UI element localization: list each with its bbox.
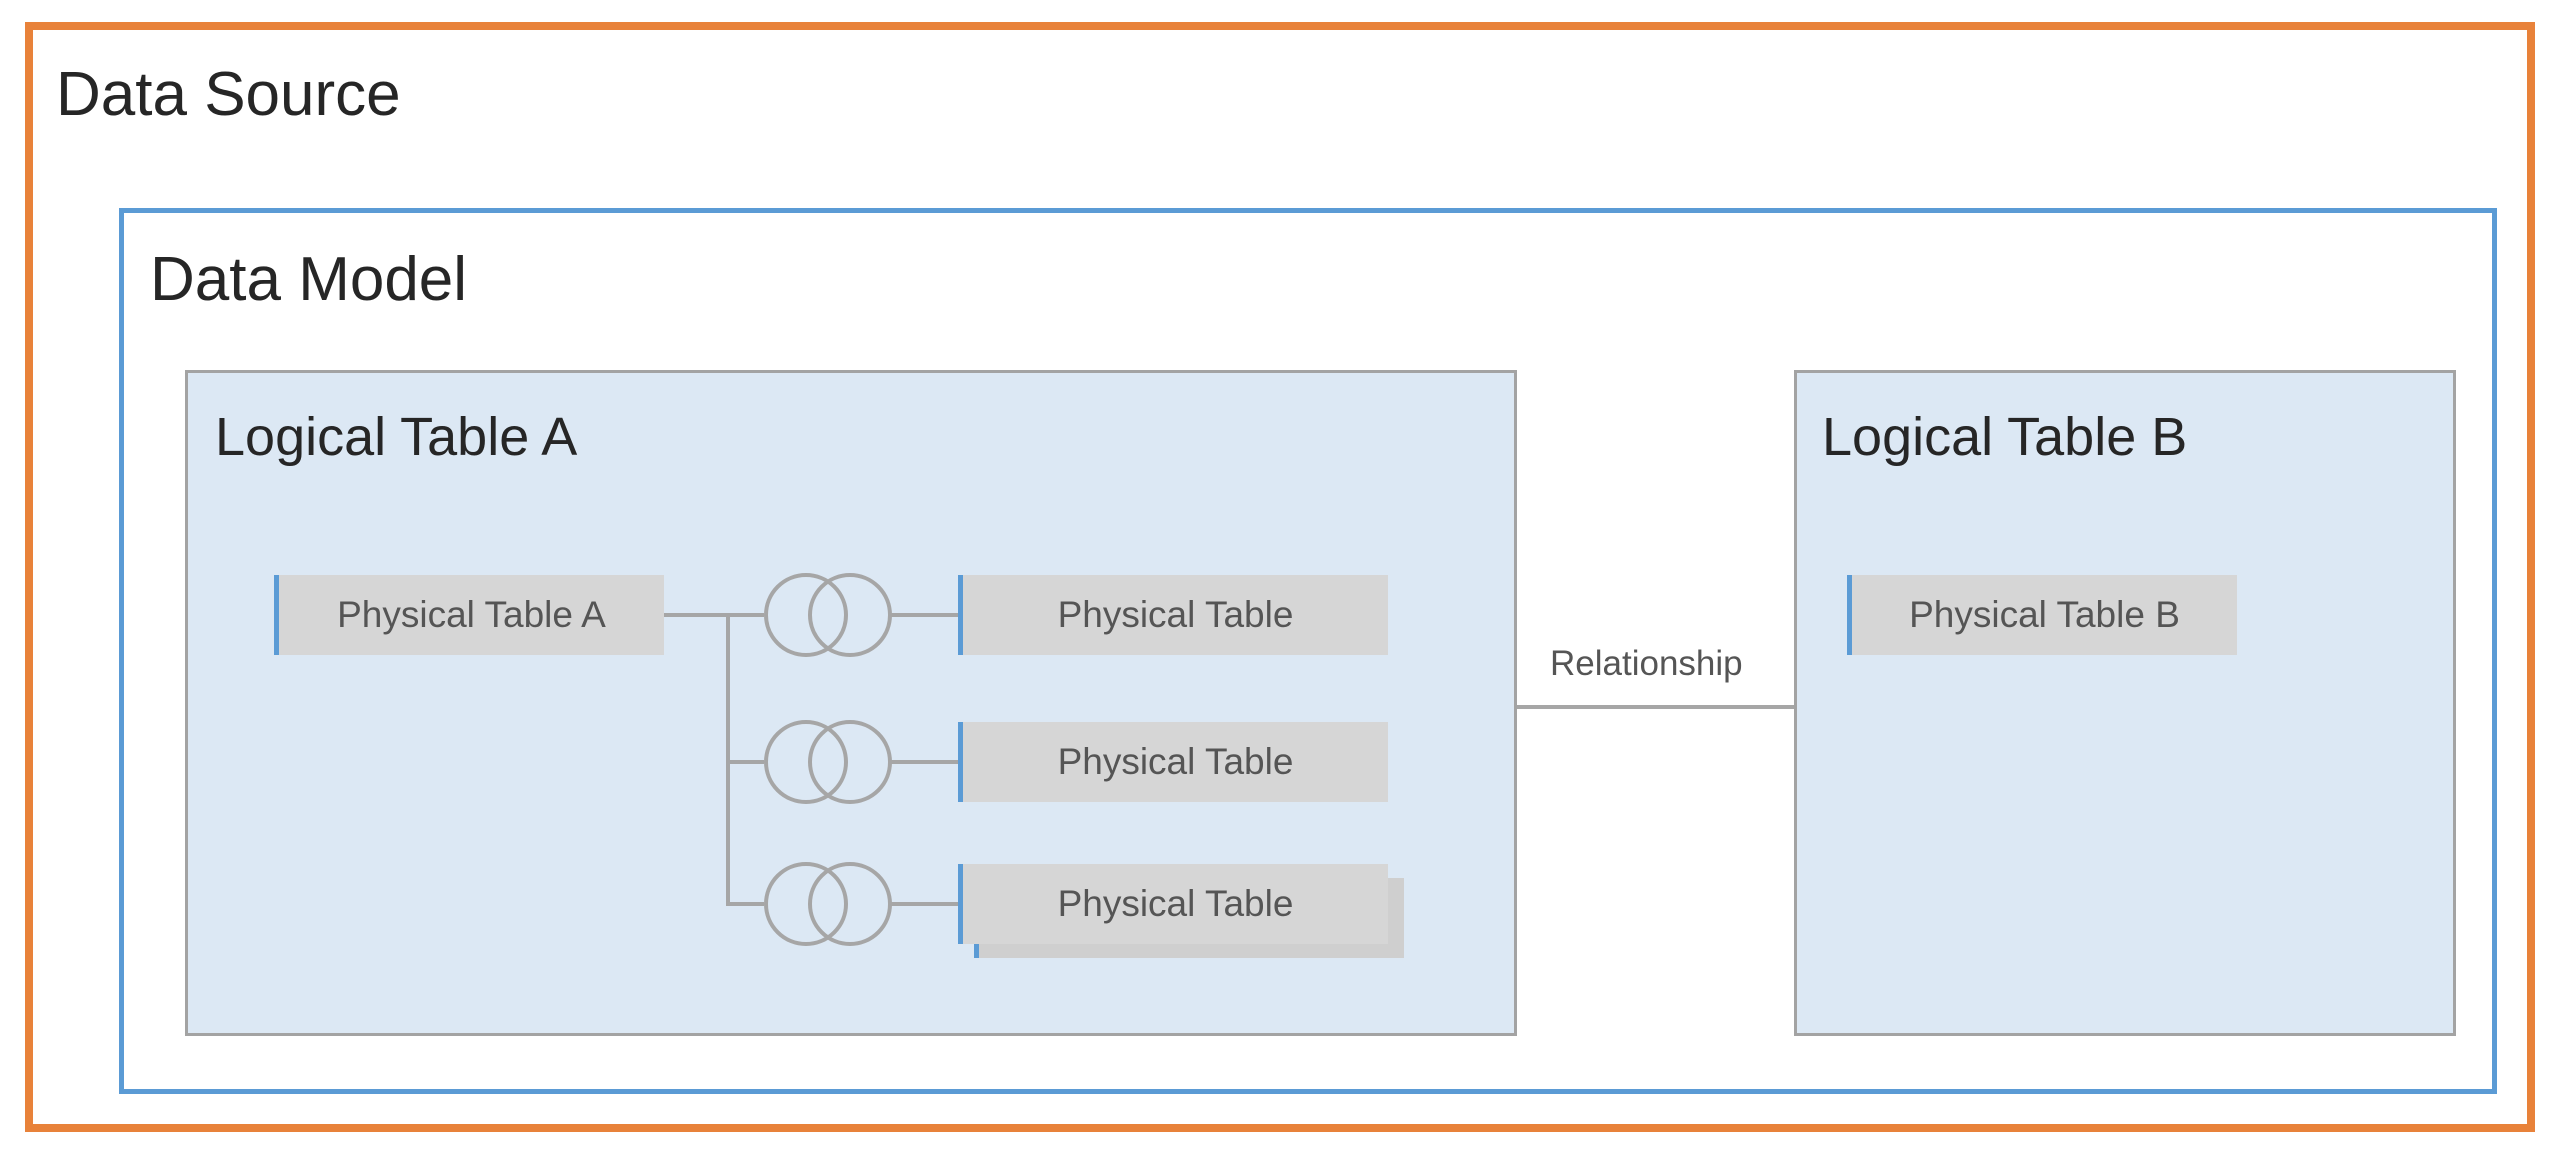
logical-table-b[interactable] (1794, 370, 2456, 1036)
join-venn-icon[interactable] (764, 862, 892, 946)
logical-table-a-title: Logical Table A (215, 407, 578, 467)
physical-table[interactable]: Physical Table (958, 575, 1388, 655)
join-venn-icon[interactable] (764, 573, 892, 657)
relationship-label: Relationship (1550, 644, 1743, 683)
data-model-title: Data Model (150, 245, 468, 314)
join-venn-icon[interactable] (764, 720, 892, 804)
physical-table-a[interactable]: Physical Table A (274, 575, 664, 655)
physical-table-b[interactable]: Physical Table B (1847, 575, 2237, 655)
logical-table-b-title: Logical Table B (1822, 407, 2188, 467)
physical-table[interactable]: Physical Table (958, 722, 1388, 802)
physical-table[interactable]: Physical Table (958, 864, 1388, 944)
data-source-title: Data Source (56, 60, 401, 129)
